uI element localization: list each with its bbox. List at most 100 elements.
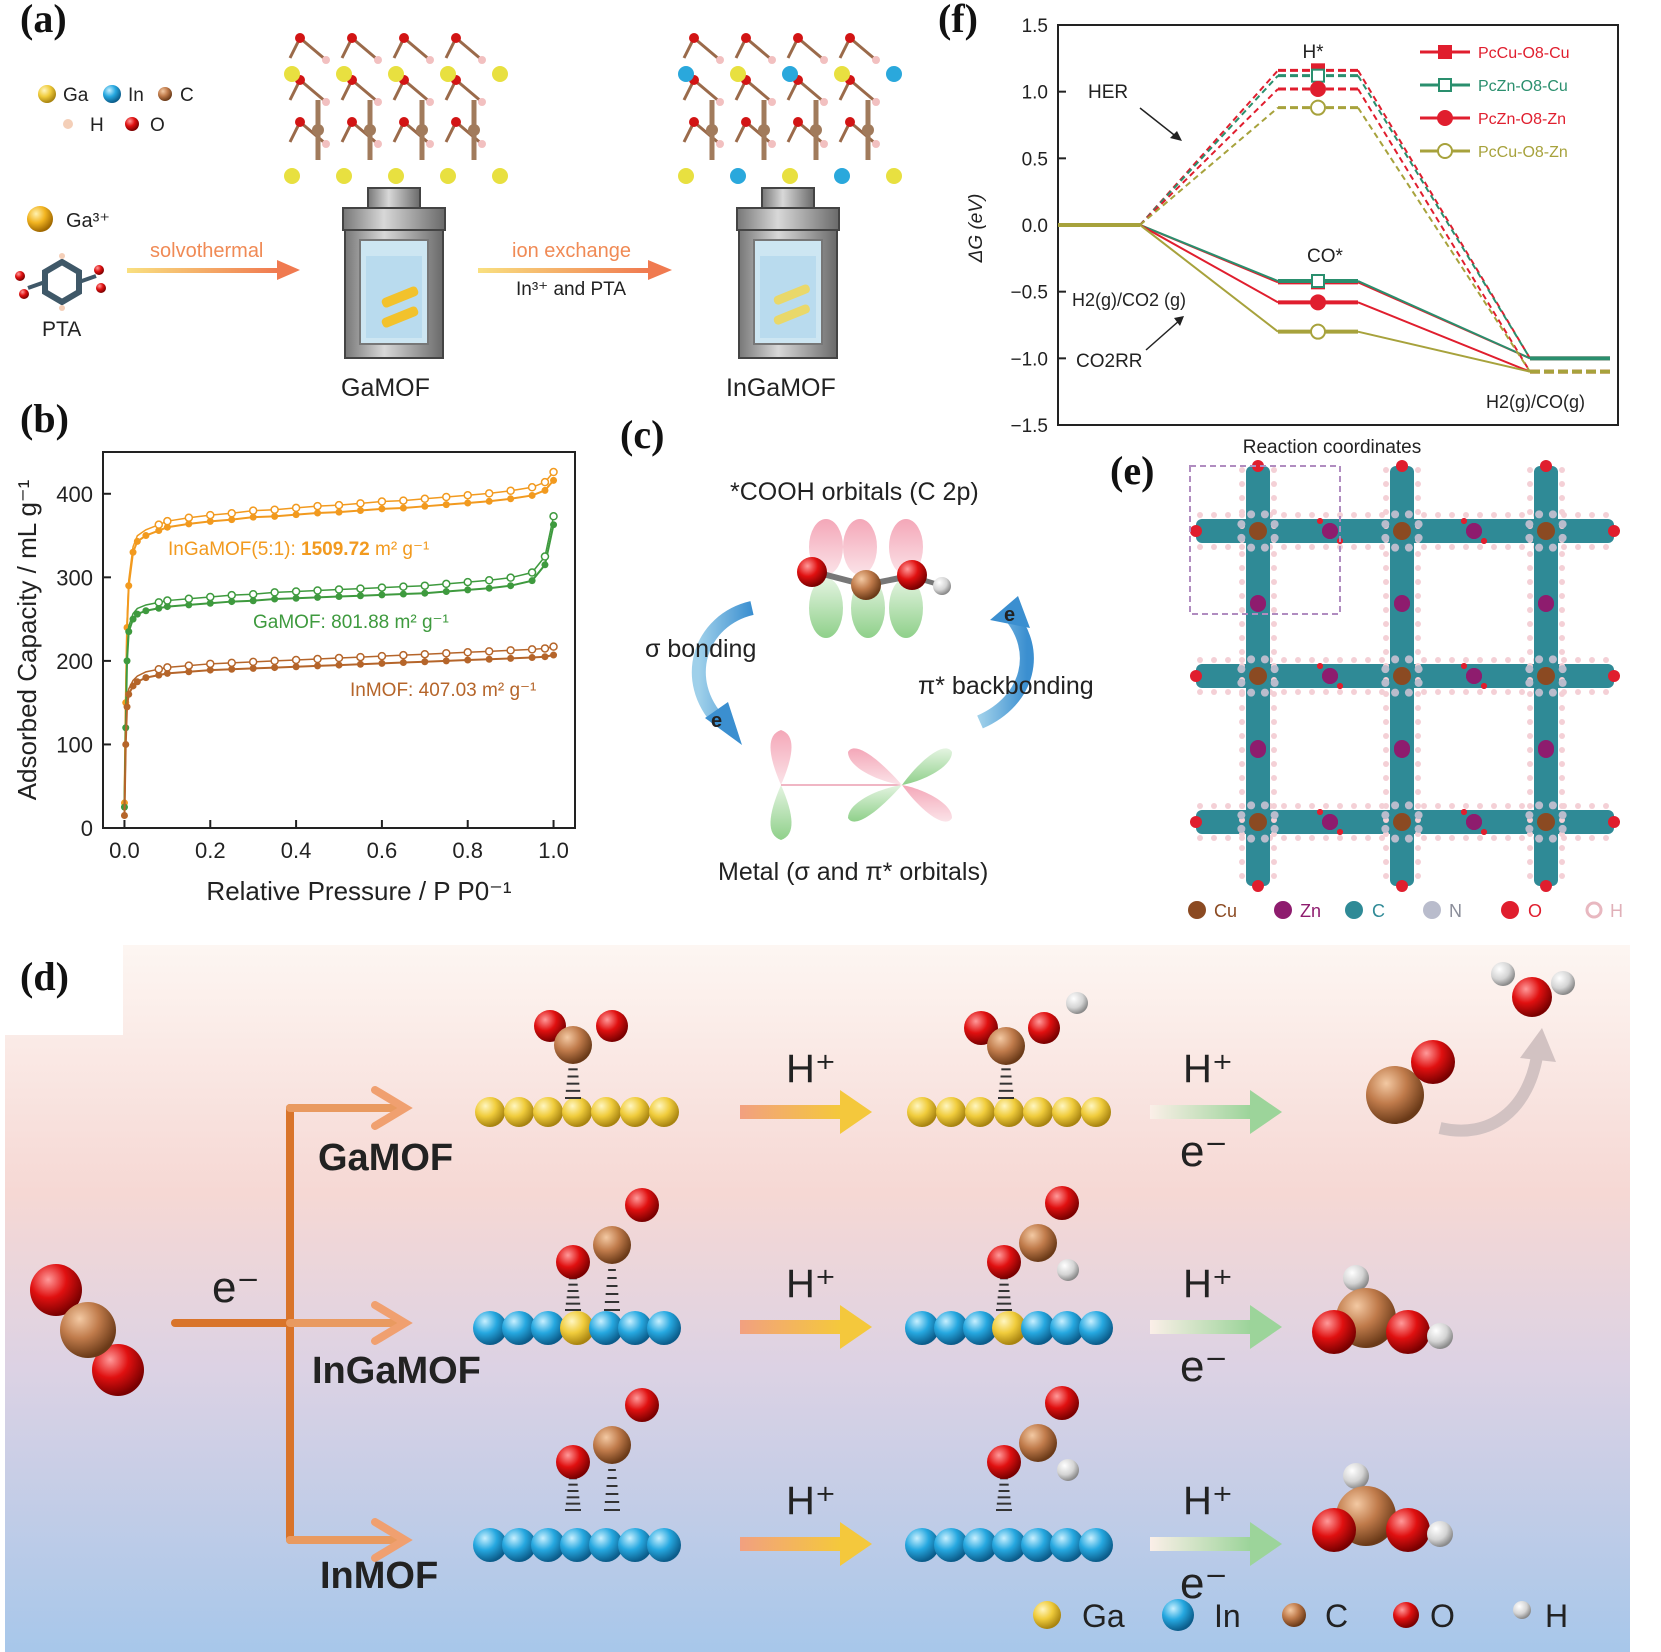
n-site xyxy=(1548,834,1557,843)
zn-site xyxy=(1394,742,1410,758)
o-atom xyxy=(625,1388,659,1422)
desorption-point xyxy=(442,579,451,589)
n-site xyxy=(1237,665,1246,674)
h-site xyxy=(1211,657,1217,663)
plot-frame xyxy=(102,451,576,829)
adsorption-point xyxy=(507,654,515,662)
desorption-point xyxy=(154,520,164,529)
proton-arrowhead xyxy=(840,1090,872,1134)
solvothermal-label: solvothermal xyxy=(150,240,263,262)
h-site xyxy=(1559,845,1565,851)
h-site xyxy=(1415,495,1421,501)
n-site xyxy=(1391,655,1400,664)
legend-marker xyxy=(1437,110,1453,126)
y-tick-label: 0.0 xyxy=(1022,216,1048,237)
h-site xyxy=(1421,544,1427,550)
adsorption-point xyxy=(129,615,137,623)
legend-marker xyxy=(1437,143,1453,159)
h-site xyxy=(1575,689,1581,695)
h-site xyxy=(1415,691,1421,697)
h-site xyxy=(1323,835,1329,841)
legend-ga: Ga xyxy=(63,85,89,106)
x-tick-label: 0.2 xyxy=(195,838,226,863)
h-site xyxy=(1491,657,1497,663)
h-site xyxy=(1559,607,1565,613)
series-label-prefix: InMOF: xyxy=(350,680,419,701)
h-site xyxy=(1211,544,1217,550)
metal-orbitals-label: Metal (σ and π* orbitals) xyxy=(718,858,988,886)
zn-atom-icon xyxy=(1274,901,1292,919)
desorption-point xyxy=(540,477,550,487)
h-site xyxy=(1239,733,1245,739)
h-site xyxy=(1271,761,1277,767)
o-legend-icon xyxy=(1393,1602,1419,1628)
y-tick-label: 1.0 xyxy=(1022,83,1048,104)
desorption-point xyxy=(377,497,387,506)
h-site xyxy=(1415,789,1421,795)
her-return-path xyxy=(1357,69,1531,359)
ion-exchange-label: ion exchange xyxy=(512,240,631,262)
panel-a: (a) Ga In C H O Ga³⁺ PTA solvot xyxy=(15,0,902,402)
h-site xyxy=(1239,775,1245,781)
h-site xyxy=(1225,803,1231,809)
n-site xyxy=(1558,678,1567,687)
h-site xyxy=(1463,512,1469,518)
n-site xyxy=(1558,520,1567,529)
adsorption-point xyxy=(528,491,536,499)
in-legend-icon xyxy=(1162,1599,1194,1631)
adsorption-point xyxy=(485,584,493,592)
branching-arrows xyxy=(171,1086,413,1562)
n-site xyxy=(1414,665,1423,674)
zn-site xyxy=(1466,523,1482,539)
adsorption-point xyxy=(292,663,300,671)
n-site xyxy=(1525,520,1534,529)
adsorption-point xyxy=(541,486,549,494)
h-site xyxy=(1415,593,1421,599)
h-site xyxy=(1415,649,1421,655)
adsorption-point xyxy=(421,589,429,597)
data-marker xyxy=(1311,274,1325,288)
proton-arrow xyxy=(740,1105,840,1119)
electron-label-2: e⁻ xyxy=(1180,1342,1228,1391)
h-site xyxy=(1309,689,1315,695)
in-surface-atom xyxy=(934,1528,968,1562)
in-surface-atom xyxy=(473,1311,507,1345)
h-site xyxy=(1589,544,1595,550)
h-site xyxy=(1271,551,1277,557)
h-site xyxy=(1421,689,1427,695)
h-site xyxy=(1383,607,1389,613)
c-atom xyxy=(1019,1424,1057,1462)
n-site xyxy=(1237,533,1246,542)
h-site xyxy=(1323,689,1329,695)
desorption-point xyxy=(356,499,365,508)
y-tick-label: 300 xyxy=(56,565,93,590)
proton-label-2: H⁺ xyxy=(1183,1479,1233,1523)
h-site xyxy=(1527,789,1533,795)
desorption-point xyxy=(334,653,344,663)
o-site xyxy=(1481,538,1487,544)
series-label-value: 407.03 xyxy=(419,680,477,701)
legend-zn: Zn xyxy=(1300,901,1321,921)
y-axis-label: ΔG (eV) xyxy=(966,194,987,264)
co2rr-return-path xyxy=(1357,301,1531,373)
h-site xyxy=(1281,512,1287,518)
h-site xyxy=(1561,657,1567,663)
pta-label: PTA xyxy=(42,318,81,341)
adsorption-point xyxy=(228,516,236,524)
h-site xyxy=(1559,481,1565,487)
proton-arrow xyxy=(740,1537,840,1551)
h-site xyxy=(1527,551,1533,557)
n-site xyxy=(1391,543,1400,552)
h-site xyxy=(1271,747,1277,753)
adsorption-point xyxy=(292,511,300,519)
proton-electron-arrowhead xyxy=(1250,1305,1282,1349)
adsorption-point xyxy=(125,582,133,590)
adsorption-point xyxy=(142,607,150,615)
legend-h-e: H xyxy=(1610,901,1623,921)
in-surface-atom xyxy=(589,1528,623,1562)
h-site xyxy=(1527,705,1533,711)
c-legend-icon xyxy=(1282,1603,1306,1627)
h-site xyxy=(1505,544,1511,550)
in-surface-atom xyxy=(963,1528,997,1562)
